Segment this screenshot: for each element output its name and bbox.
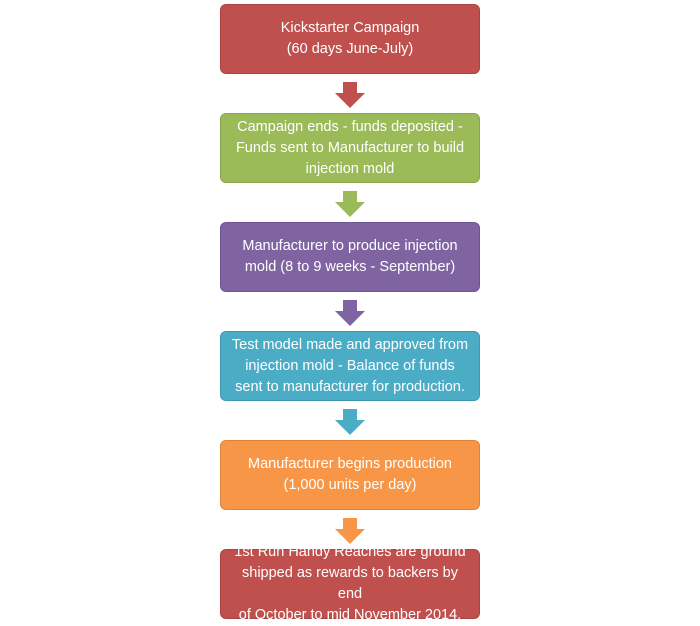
step-label: Test model made and approved from inject… [231, 336, 469, 395]
arrow-down-icon [335, 409, 365, 435]
step-label: Manufacturer to produce injection mold (… [242, 238, 458, 275]
step-label: Kickstarter Campaign (60 days June-July) [280, 20, 420, 57]
step-kickstarter-campaign: Kickstarter Campaign (60 days June-July) [220, 4, 480, 74]
step-first-run-shipped: 1st Run Handy Reaches are ground shipped… [220, 544, 480, 623]
arrow-down-icon [335, 82, 365, 108]
arrow-down-icon [335, 300, 365, 326]
step-campaign-ends: Campaign ends - funds deposited - Funds … [220, 113, 480, 183]
step-label: Campaign ends - funds deposited - Funds … [235, 118, 465, 177]
step-label: Manufacturer begins production (1,000 un… [248, 456, 452, 493]
arrow-down-icon [335, 191, 365, 217]
step-label: 1st Run Handy Reaches are ground shipped… [234, 544, 466, 623]
step-begins-production: Manufacturer begins production (1,000 un… [220, 440, 480, 510]
step-test-model: Test model made and approved from inject… [220, 331, 480, 401]
step-produce-injection-mold: Manufacturer to produce injection mold (… [220, 222, 480, 292]
arrow-down-icon [335, 518, 365, 544]
